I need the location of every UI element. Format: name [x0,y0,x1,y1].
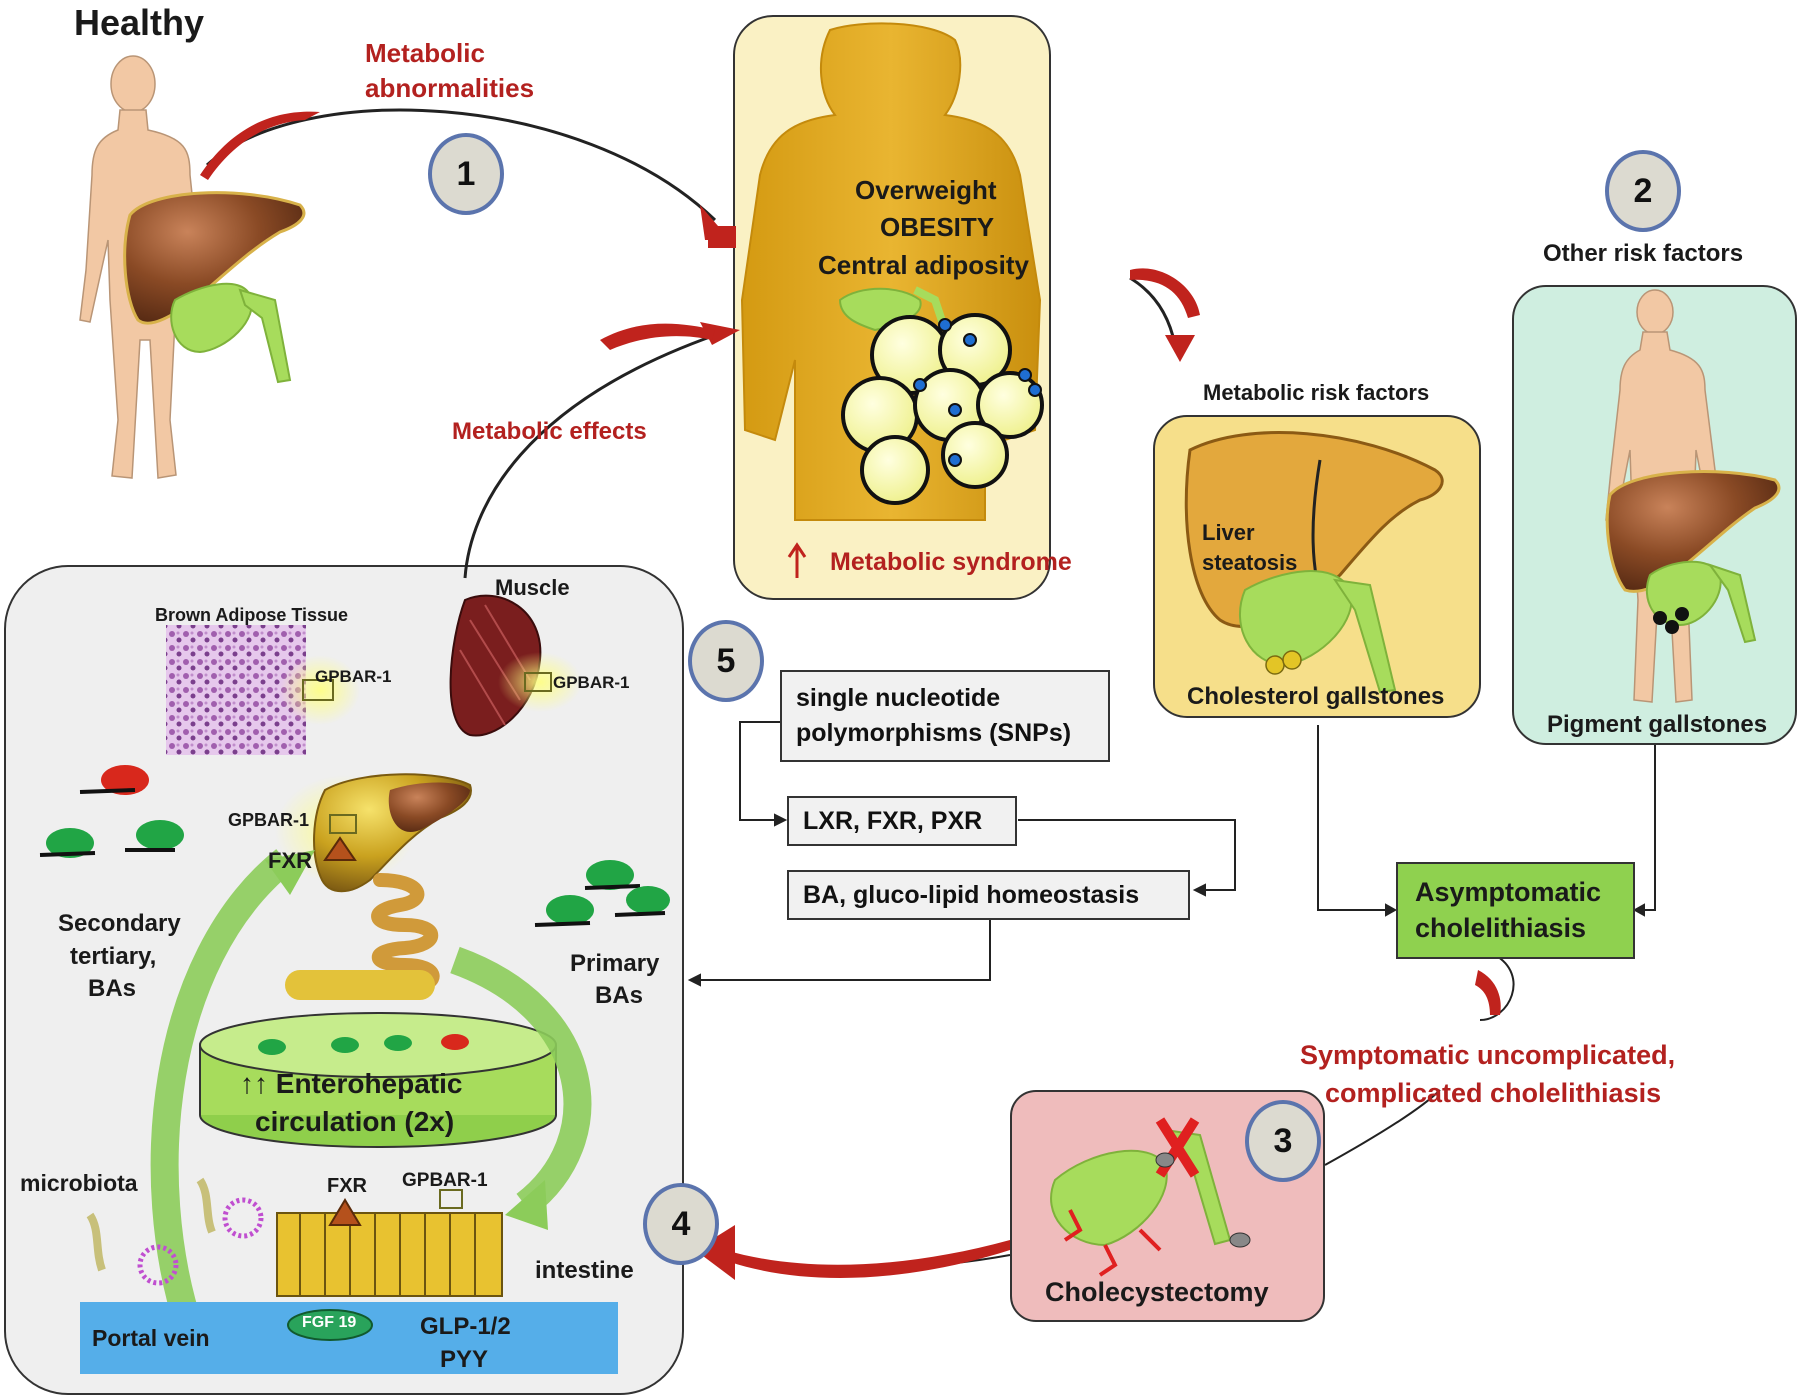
snp-box: single nucleotide polymorphisms (SNPs) [780,670,1110,762]
intestine-icon [285,873,440,1000]
secondary-bas-line2: tertiary, [70,943,157,970]
obesity-label: OBESITY [880,212,995,242]
step-2-badge: 2 [1605,150,1681,232]
enterohepatic-line2: circulation (2x) [255,1106,455,1137]
metabolic-effects-arrow [463,322,740,579]
fgf19-ellipse [287,1309,373,1341]
healthy-liver-icon [123,191,306,384]
metabolic-syndrome-label: Metabolic syndrome [830,548,1072,576]
fgf19-label: FGF 19 [302,1314,357,1331]
intestinal-epithelium-icon [276,1189,503,1297]
pigment-body-figure [1605,289,1781,703]
symptomatic-line2: complicated cholelithiasis [1325,1078,1662,1108]
step-1-badge: 1 [428,133,504,215]
symptomatic-line1: Symptomatic uncomplicated, [1300,1040,1676,1070]
gpbar-bat-label: GPBAR-1 [315,667,392,686]
metabolic-abnormalities-line1: Metabolic [365,38,485,68]
intestine-label: intestine [535,1257,634,1284]
recirculation-arrows [150,849,592,1335]
asymptomatic-line1: Asymptomatic [1415,877,1602,907]
bile-acid-molecules [39,765,670,927]
cholecystectomy-arrow [695,1225,1011,1280]
metabolic-risk-factors-label: Metabolic risk factors [1203,380,1430,405]
brown-adipose-label: Brown Adipose Tissue [155,605,349,625]
step-4-badge: 4 [643,1183,719,1265]
primary-bas-line2: BAs [595,982,644,1009]
pyy-label: PYY [440,1346,489,1373]
metabolic-abnormalities-arrow [200,108,736,248]
central-adiposity-label: Central adiposity [818,250,1029,280]
risk-factor-arrow [1129,268,1200,362]
muscle-label: Muscle [495,575,570,600]
microbiota-label: microbiota [20,1170,138,1196]
cholecystectomy-gallbladder-icon [1050,1117,1251,1277]
cholesterol-gallstones-label: Cholesterol gallstones [1187,683,1445,710]
gene-box-connectors [687,721,1236,987]
primary-bas-line1: Primary [570,950,660,977]
pigment-gallstones-label: Pigment gallstones [1547,711,1768,738]
liver-steatosis-line1: Liver [1202,520,1255,545]
healthy-title: Healthy [74,2,205,43]
gpbar-muscle-label: GPBAR-1 [553,673,630,692]
metabolic-abnormalities-line2: abnormalities [365,73,535,103]
secondary-bas-line3: BAs [88,975,137,1002]
overweight-label: Overweight [855,175,997,205]
receptors-box: LXR, FXR, PXR [787,796,1017,846]
homeostasis-box: BA, gluco-lipid homeostasis [787,870,1190,920]
symptomatic-arrow [1324,954,1515,1166]
step-3-badge: 3 [1245,1100,1321,1182]
cholecystectomy-label: Cholecystectomy [1045,1277,1269,1307]
other-risk-factors-label: Other risk factors [1543,240,1744,267]
secondary-bas-line1: Secondary [58,910,181,937]
asymptomatic-connectors [1317,725,1656,917]
gpbar-liver-label: GPBAR-1 [228,810,310,830]
muscle-icon [449,594,582,737]
step-5-badge: 5 [688,620,764,702]
metabolic-effects-label: Metabolic effects [452,418,647,445]
fxr-liver-label: FXR [268,848,312,873]
glp-label: GLP-1/2 [420,1313,511,1340]
liver-steatosis-line2: steatosis [1202,550,1298,575]
syndrome-up-arrow [787,542,807,578]
snp-line2: polymorphisms (SNPs) [796,719,1072,747]
adipose-cells-icon [838,286,1044,505]
steatosis-liver-icon [1184,431,1444,694]
fxr-intestine-label: FXR [327,1175,367,1197]
asymptomatic-line2: cholelithiasis [1415,913,1587,943]
portal-vein-label: Portal vein [92,1325,210,1351]
microbiota-icon [86,1177,264,1286]
enterohepatic-line1: ↑↑ Enterohepatic [240,1068,463,1099]
snp-line1: single nucleotide [796,684,1001,712]
gpbar-intestine-label: GPBAR-1 [402,1170,488,1191]
enterohepatic-cylinder [199,1012,557,1148]
asymptomatic-box [1396,862,1635,959]
